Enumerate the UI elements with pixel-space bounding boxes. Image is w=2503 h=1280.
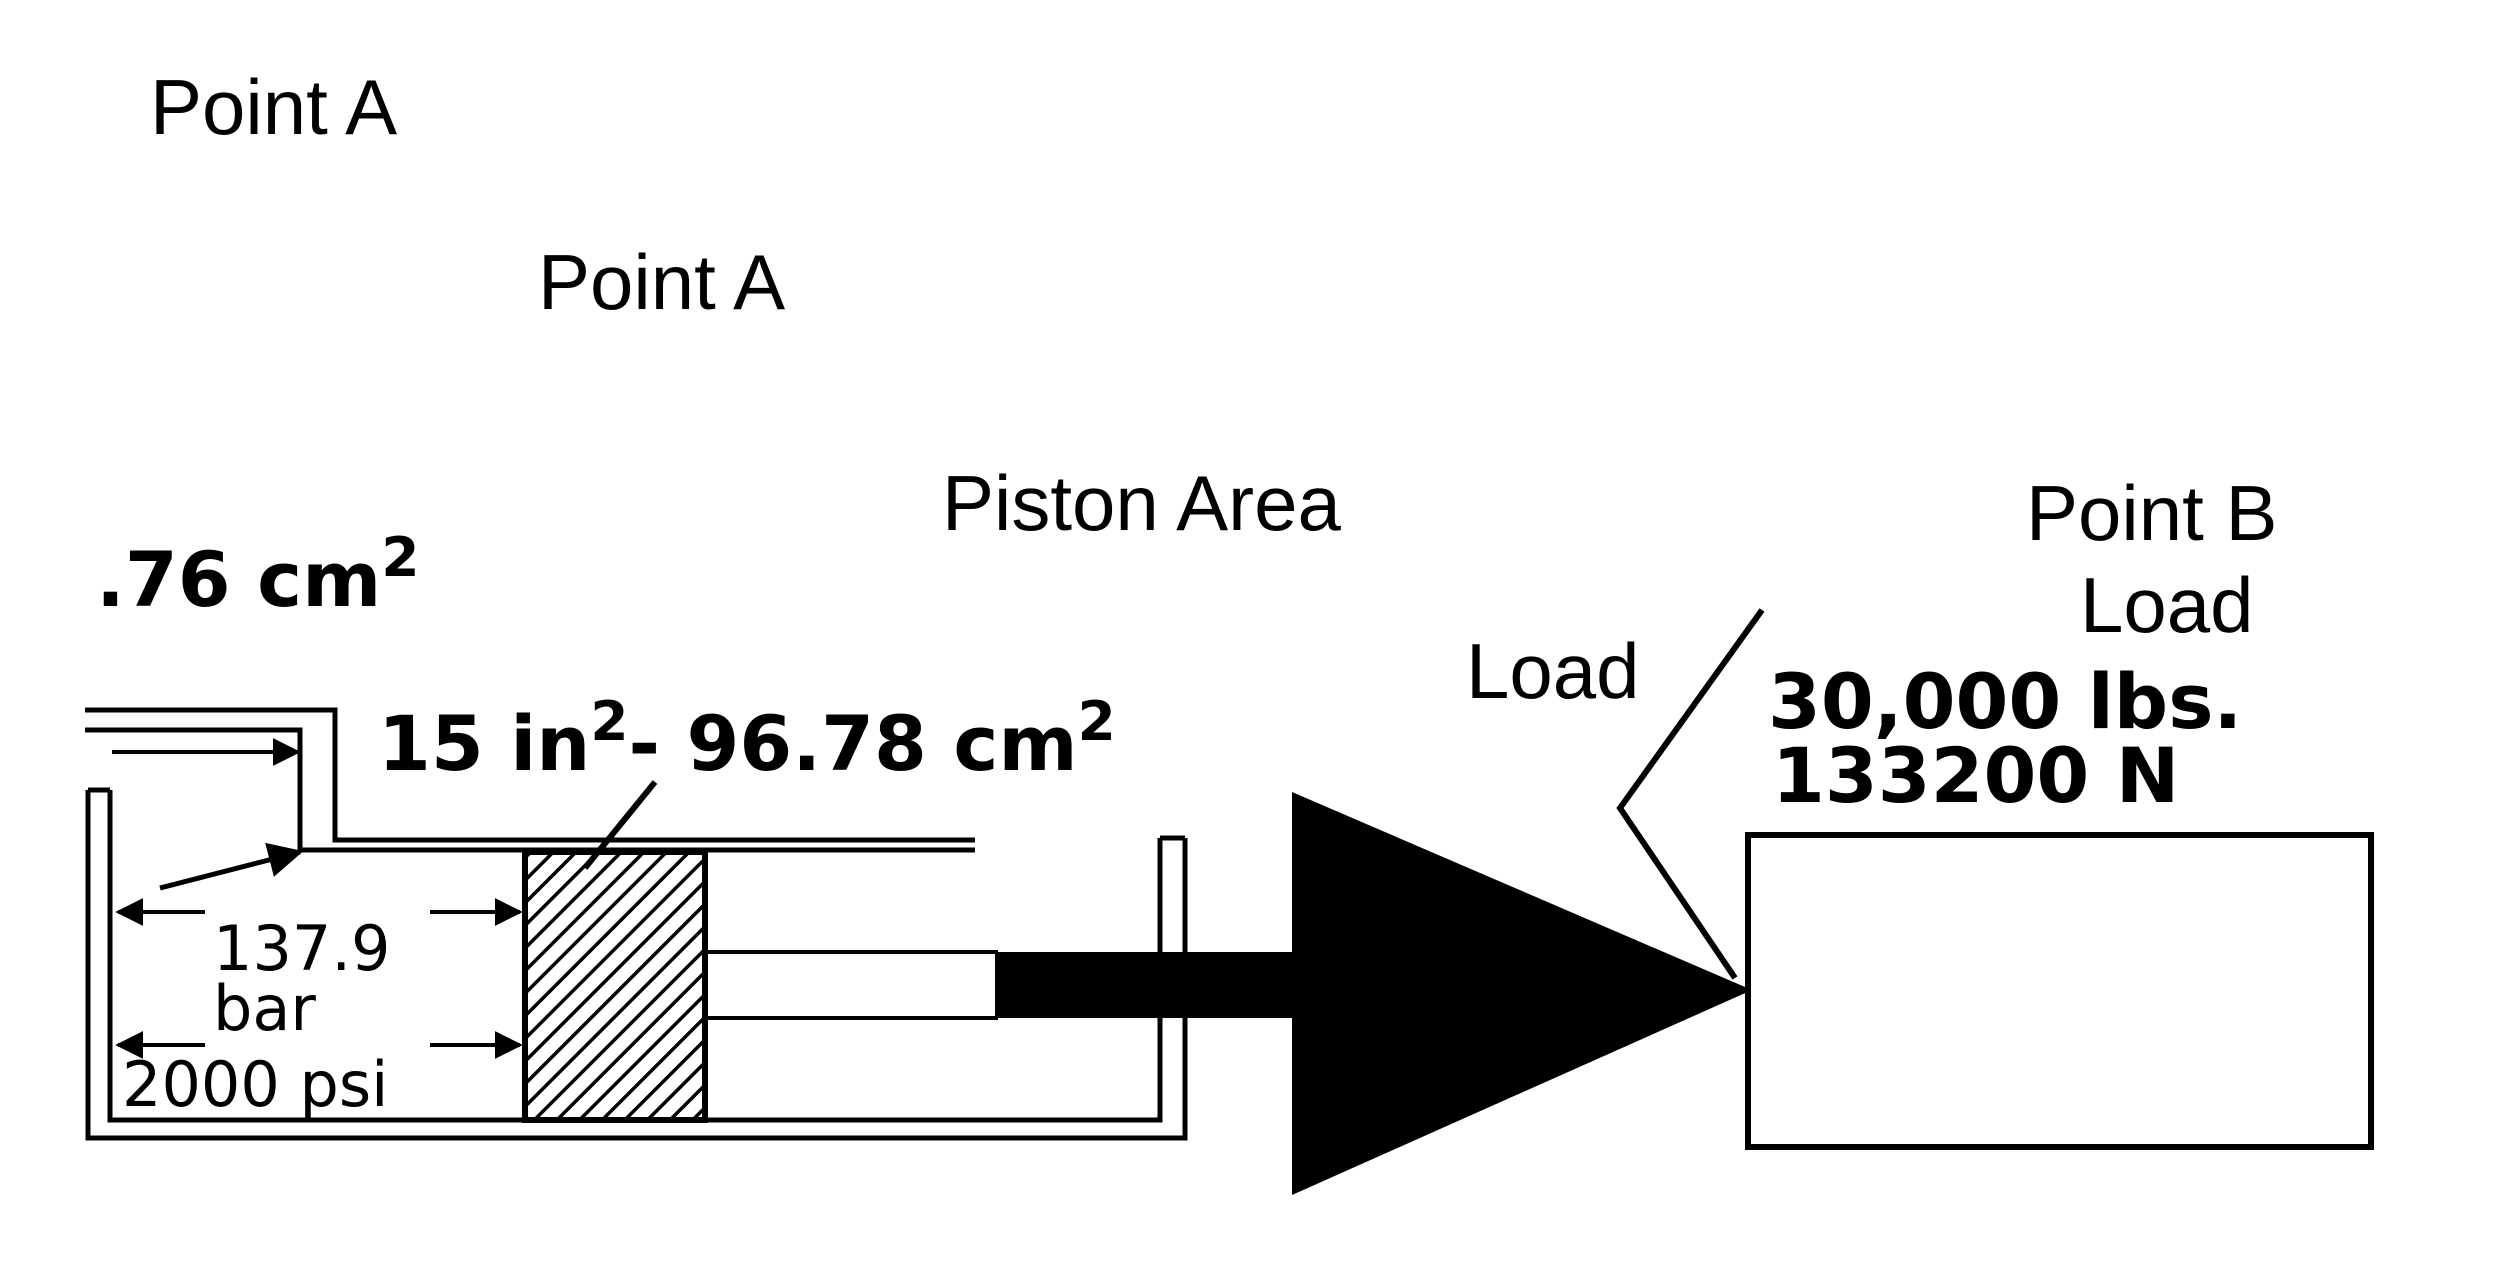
load-leader-line: [1616, 608, 1765, 980]
inlet-area-exponent: 2: [381, 524, 420, 589]
piston-area-label: Piston Area: [942, 459, 1341, 547]
pressure-bar-unit-label: bar: [213, 972, 316, 1045]
inlet-area-value: .76 cm: [96, 535, 382, 624]
piston-area-leader: [582, 780, 658, 870]
piston-area-cm-value: - 96.78 cm: [628, 699, 1078, 788]
point-a-top-label: Point A: [150, 63, 398, 151]
piston-area-cm-exponent: 2: [1077, 688, 1116, 753]
piston-area-value-label: 15 in2- 96.78 cm2: [378, 694, 1116, 782]
piston-rod-guides: [705, 950, 1000, 1020]
piston-area-in-value: 15 in: [378, 699, 591, 788]
pressure-bar-value-label: 137.9: [213, 912, 391, 985]
point-a-label: Point A: [538, 238, 786, 326]
load-lbs-label: 30,000 lbs.: [1768, 657, 2243, 746]
pressure-psi-label: 2000 psi: [122, 1048, 389, 1121]
load-block: [1745, 832, 2374, 1150]
load-right-label: Load: [2080, 561, 2254, 649]
point-b-label: Point B: [2026, 469, 2278, 557]
piston-head: [522, 849, 708, 1123]
piston-area-in-exponent: 2: [590, 688, 629, 753]
inlet-area-label: .76 cm2: [96, 530, 419, 618]
pressure-dimension-arrows: [115, 898, 523, 1059]
piston-rod: [995, 952, 1335, 1018]
force-arrowhead: [1292, 792, 1752, 1195]
load-left-label: Load: [1466, 627, 1640, 715]
load-newtons-label: 133200 N: [1772, 731, 2180, 820]
inlet-area-leader-arrow: [159, 842, 304, 891]
